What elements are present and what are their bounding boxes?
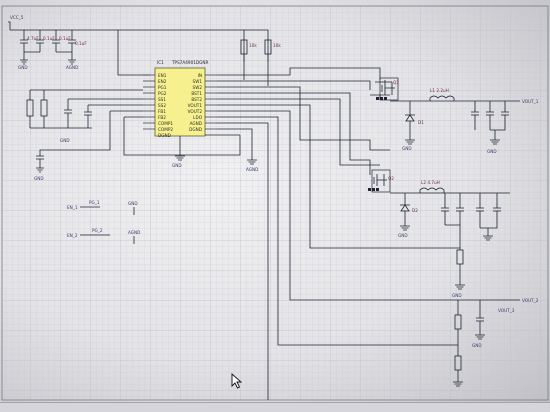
mouse-pointer-icon (231, 373, 243, 389)
gnd-label-left: GND (60, 138, 70, 143)
d1-label: D1 (418, 120, 424, 125)
port-vout-2: VOUT_2 (522, 298, 539, 303)
gnd-label-out3: GND (472, 343, 482, 348)
c3-value: 0.1uF (59, 36, 71, 41)
buck-stage-2[interactable]: Q2 L2 4.7uH D2 GND GND (217, 92, 510, 298)
c2-value: 0.1uF (43, 36, 55, 41)
ic-left-pin-label: EN2 (158, 79, 167, 84)
flag-pg1: PG_1 (89, 200, 100, 205)
r2-value: 10k (273, 43, 281, 48)
c1-value: 4.7uF (27, 36, 39, 41)
ic-right-pin-label: AGND (190, 121, 202, 126)
sheet-grid-major (2, 6, 548, 400)
ic-left-pin-label: DGND (158, 133, 171, 138)
agnd-label-right: AGND (246, 167, 258, 172)
gnd-label-ic: GND (172, 163, 182, 168)
q2-label: Q2 (388, 176, 394, 181)
left-soft-start-network[interactable]: GND GND (26, 89, 241, 181)
c4-value: 0.1uF (75, 41, 87, 46)
ic-right-pin-label: DGND (189, 127, 202, 132)
l1-label: L1 2.2uH (430, 88, 449, 93)
ic-left-pin-label: COMP1 (158, 121, 173, 126)
flag-en2: EN_2 (67, 233, 78, 238)
agnd-label-1: AGND (66, 65, 78, 70)
flag-pg2: PG_2 (92, 228, 103, 233)
flag-agnd-a: AGND (128, 230, 140, 235)
ic-part-number: TPS7A4901DGNR (171, 60, 209, 65)
q1-label: Q1 (393, 80, 399, 85)
ic-left-pin-label: SS2 (158, 103, 166, 108)
gnd-label-out1: GND (487, 149, 497, 154)
ic-right-pin-label: LDO (193, 115, 203, 120)
ldo-output-stage[interactable]: VOUT_2 GND VOUT_3 (217, 110, 539, 400)
net-flags[interactable]: EN_1 PG_1 GND EN_2 PG_2 AGND (67, 200, 140, 244)
status-bar (0, 402, 550, 412)
gnd-label-1: GND (18, 65, 28, 70)
ic-left-pin-label: PG2 (158, 91, 167, 96)
ic-right-pin-label: VOUT1 (188, 103, 203, 108)
port-vcc-in: VCC_5 (10, 15, 24, 20)
agnd-net (217, 128, 257, 165)
ic-right-pin-label: SW2 (193, 85, 203, 90)
gnd-label-d2: GND (398, 233, 408, 238)
ic-right-pin-label: IN (198, 73, 202, 78)
controller-ic[interactable]: IC1 TPS7A4901DGNR EN1EN2PG1PG2SS1SS2FB1F… (143, 60, 217, 168)
ic-left-pin-label: FB2 (158, 115, 166, 120)
flag-gnd-a: GND (128, 201, 138, 206)
ic-left-pin-label: SS1 (158, 97, 166, 102)
ic-left-pin-label: PG1 (158, 85, 167, 90)
buck-stage-1[interactable]: Q1 L1 2.2uH D1 GND GND VOUT_1 (217, 67, 539, 154)
ic-right-pin-label: BST2 (191, 97, 202, 102)
ic-left-pin-label: COMP2 (158, 127, 173, 132)
d2-label: D2 (412, 208, 418, 213)
ic-right-pin-label: VOUT2 (188, 109, 203, 114)
ic-left-pin-label: FB1 (158, 109, 166, 114)
port-vout-3: VOUT_3 (498, 308, 515, 313)
l2-label: L2 4.7uH (421, 180, 440, 185)
gnd-label-out2: GND (452, 293, 462, 298)
gnd-label-left-2: GND (34, 176, 44, 181)
sheet-border (1, 5, 549, 401)
ic-left-pin-label: EN1 (158, 73, 167, 78)
ic-designator: IC1 (157, 60, 164, 65)
input-capacitor-bank[interactable]: VCC_5 4.7uF 0.1uF 0.1uF 0.1uF GND AGND (8, 15, 118, 70)
r1-value: 10k (249, 43, 257, 48)
ic-right-pin-label: SW1 (193, 79, 203, 84)
gnd-label-d1: GND (402, 146, 412, 151)
port-vout-1: VOUT_1 (522, 99, 539, 104)
flag-en1: EN_1 (67, 205, 78, 210)
ic-right-pin-label: BST1 (191, 91, 202, 96)
